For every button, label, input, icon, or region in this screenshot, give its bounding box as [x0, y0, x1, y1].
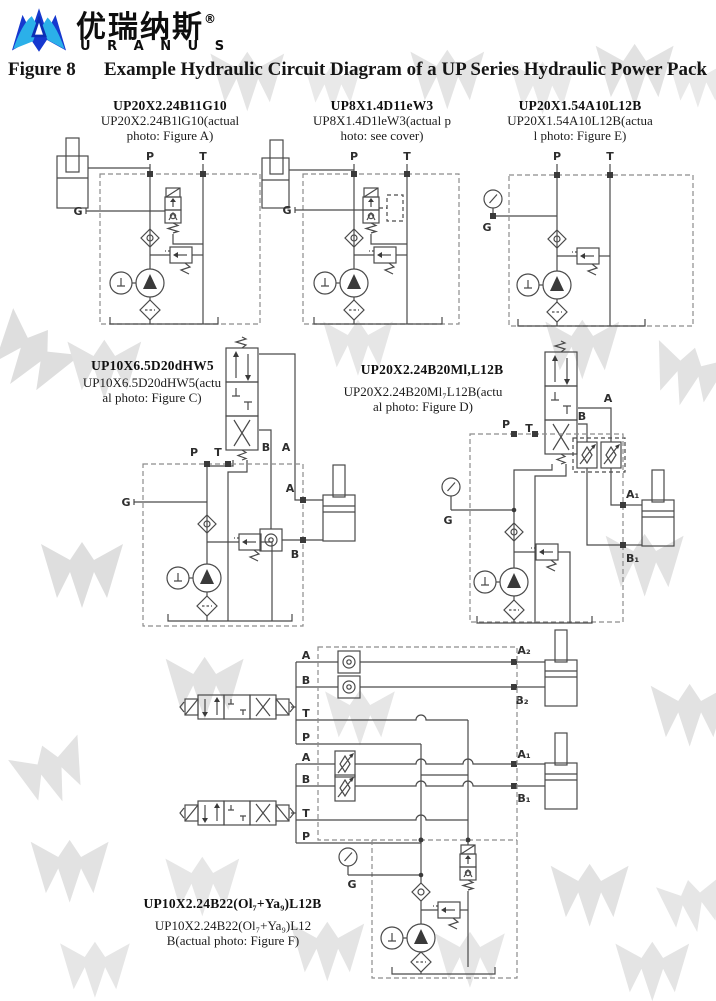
- motor-pump-unit-icon: [166, 563, 222, 593]
- manual-valve-4-3-vertical-icon: [544, 340, 578, 465]
- filter-icon: [546, 301, 568, 323]
- port-label-b: B: [302, 674, 310, 687]
- pressure-gauge-icon: [483, 189, 503, 209]
- port-label-g: G: [347, 878, 356, 891]
- relief-valve-icon: [432, 901, 461, 930]
- filter-icon: [410, 951, 432, 973]
- diagram-title: UP10X6.5D20dHW5: [91, 358, 214, 373]
- diagram-title: UP20X2.24B20Ml,L12B: [360, 362, 504, 377]
- solenoid-valve-icon: [362, 187, 380, 234]
- solenoid-valve-4-3-horizontal-icon: [179, 800, 295, 826]
- port-label-a: A: [302, 649, 311, 662]
- diagram-title: UP8X1.4D11eW3: [330, 98, 434, 113]
- relief-valve-icon: [368, 246, 397, 275]
- diagram-title: UP20X1.54A10L12B: [518, 98, 642, 113]
- pilot-check-valve-icon: [337, 675, 361, 699]
- diagram-caption: UP20X1.54A10L12B(actual photo: Figure E): [507, 113, 653, 143]
- throttle-check-valve-icon: [600, 441, 622, 469]
- pressure-gauge-icon: [338, 847, 358, 867]
- solenoid-valve-icon: [459, 844, 477, 891]
- cylinder-port-label-b2: B₂: [515, 694, 528, 707]
- circuit-f: A B T P A B T P A₂ B₂: [179, 629, 578, 979]
- motor-pump-unit-icon: [473, 567, 529, 597]
- motor-pump-unit-icon: [380, 923, 436, 953]
- port-label-b: B: [262, 441, 270, 454]
- cylinder-port-label-a1: A₁: [517, 748, 531, 761]
- throttle-check-valve-icon: [576, 441, 598, 469]
- throttle-check-valve-icon: [334, 774, 356, 802]
- motor-pump-unit-icon: [313, 268, 369, 298]
- port-label-g: G: [443, 514, 452, 527]
- port-label-g: G: [282, 204, 291, 217]
- registered-mark: ®: [204, 12, 218, 26]
- port-label-p: P: [502, 418, 510, 431]
- cylinder-port-label-b1: B₁: [517, 792, 530, 805]
- cylinder-icon: [544, 629, 578, 707]
- uranus-logo-icon: [11, 8, 67, 52]
- relief-valve-icon: [571, 247, 600, 276]
- cylinder-port-label-a1: A₁: [626, 488, 640, 501]
- pilot-check-valve-icon: [337, 650, 361, 674]
- port-label-g: G: [482, 221, 491, 234]
- relief-valve-icon: [164, 246, 193, 275]
- circuit-a: P T G: [56, 137, 261, 325]
- port-label-t: T: [199, 150, 207, 163]
- port-label-a2grp: A: [302, 751, 311, 764]
- port-label-p: P: [146, 150, 154, 163]
- filter-icon: [139, 299, 161, 321]
- cylinder-port-label-a2: A₂: [517, 644, 531, 657]
- manual-valve-4-3-vertical-icon: [225, 336, 259, 461]
- port-label-t: T: [525, 422, 533, 435]
- port-label-p: P: [190, 446, 198, 459]
- circuit-c: P T B A A B G: [121, 336, 356, 627]
- relief-valve-icon: [233, 533, 262, 562]
- solenoid-valve-icon: [164, 187, 182, 234]
- port-label-p: P: [553, 150, 561, 163]
- circuit-e: G P T: [482, 150, 694, 327]
- port-label-t: T: [214, 446, 222, 459]
- pilot-check-valve-icon: [259, 528, 283, 552]
- diagram-caption: UP8X1.4D1leW3(actual photo: see cover): [313, 113, 451, 143]
- diagram-title: UP20X2.24B11G10: [113, 98, 227, 113]
- filter-icon: [196, 595, 218, 617]
- circuit-d: P T B A A₁ B₁ G: [441, 340, 675, 624]
- port-label-t2grp: T: [302, 807, 310, 820]
- port-label-p2grp: P: [302, 830, 310, 843]
- brand-latin: U R A N U S: [80, 39, 231, 54]
- diagram-caption: UP10X6.5D20dHW5(actual photo: Figure C): [82, 375, 222, 405]
- diagram-caption: UP20X2.24B20Ml₇L12B(actual photo: Figure…: [343, 384, 503, 414]
- solenoid-valve-4-3-horizontal-icon: [179, 694, 295, 720]
- diagram-caption: UP20X2.24B1lG10(actual photo: Figure A): [100, 113, 240, 143]
- port-label-g: G: [121, 496, 130, 509]
- port-label-t: T: [606, 150, 614, 163]
- diagram-title: UP10X2.24B22(Ol₇+Ya₉)L12B: [143, 896, 322, 911]
- pressure-gauge-icon: [441, 477, 461, 497]
- circuit-b: P T G: [261, 139, 460, 325]
- cylinder-port-label-a: A: [286, 482, 295, 495]
- filter-icon: [503, 599, 525, 621]
- motor-pump-unit-icon: [109, 268, 165, 298]
- port-label-g: G: [73, 205, 82, 218]
- motor-pump-unit-icon: [516, 270, 572, 300]
- diagram-caption: UP10X2.24B22(Ol₇+Ya₉)L12B(actual photo: …: [154, 918, 312, 948]
- filter-icon: [343, 299, 365, 321]
- port-label-t: T: [403, 150, 411, 163]
- port-label-a: A: [604, 392, 613, 405]
- check-valve-icon: [411, 882, 431, 902]
- port-label-b2grp: B: [302, 773, 310, 786]
- cylinder-icon: [544, 732, 578, 810]
- port-label-p: P: [350, 150, 358, 163]
- cylinder-port-label-b1: B₁: [626, 552, 639, 565]
- port-label-t: T: [302, 707, 310, 720]
- brand-chinese: 优瑞纳斯®: [76, 2, 218, 46]
- cylinder-icon: [641, 469, 675, 547]
- brand-chinese-text: 优瑞纳斯: [76, 10, 204, 45]
- throttle-check-valve-icon: [334, 750, 356, 778]
- figure-label: Figure 8: [8, 59, 76, 80]
- port-label-a: A: [282, 441, 291, 454]
- page-title: Example Hydraulic Circuit Diagram of a U…: [104, 59, 708, 80]
- port-label-b: B: [578, 410, 586, 423]
- port-label-p: P: [302, 731, 310, 744]
- cylinder-port-label-b: B: [291, 548, 299, 561]
